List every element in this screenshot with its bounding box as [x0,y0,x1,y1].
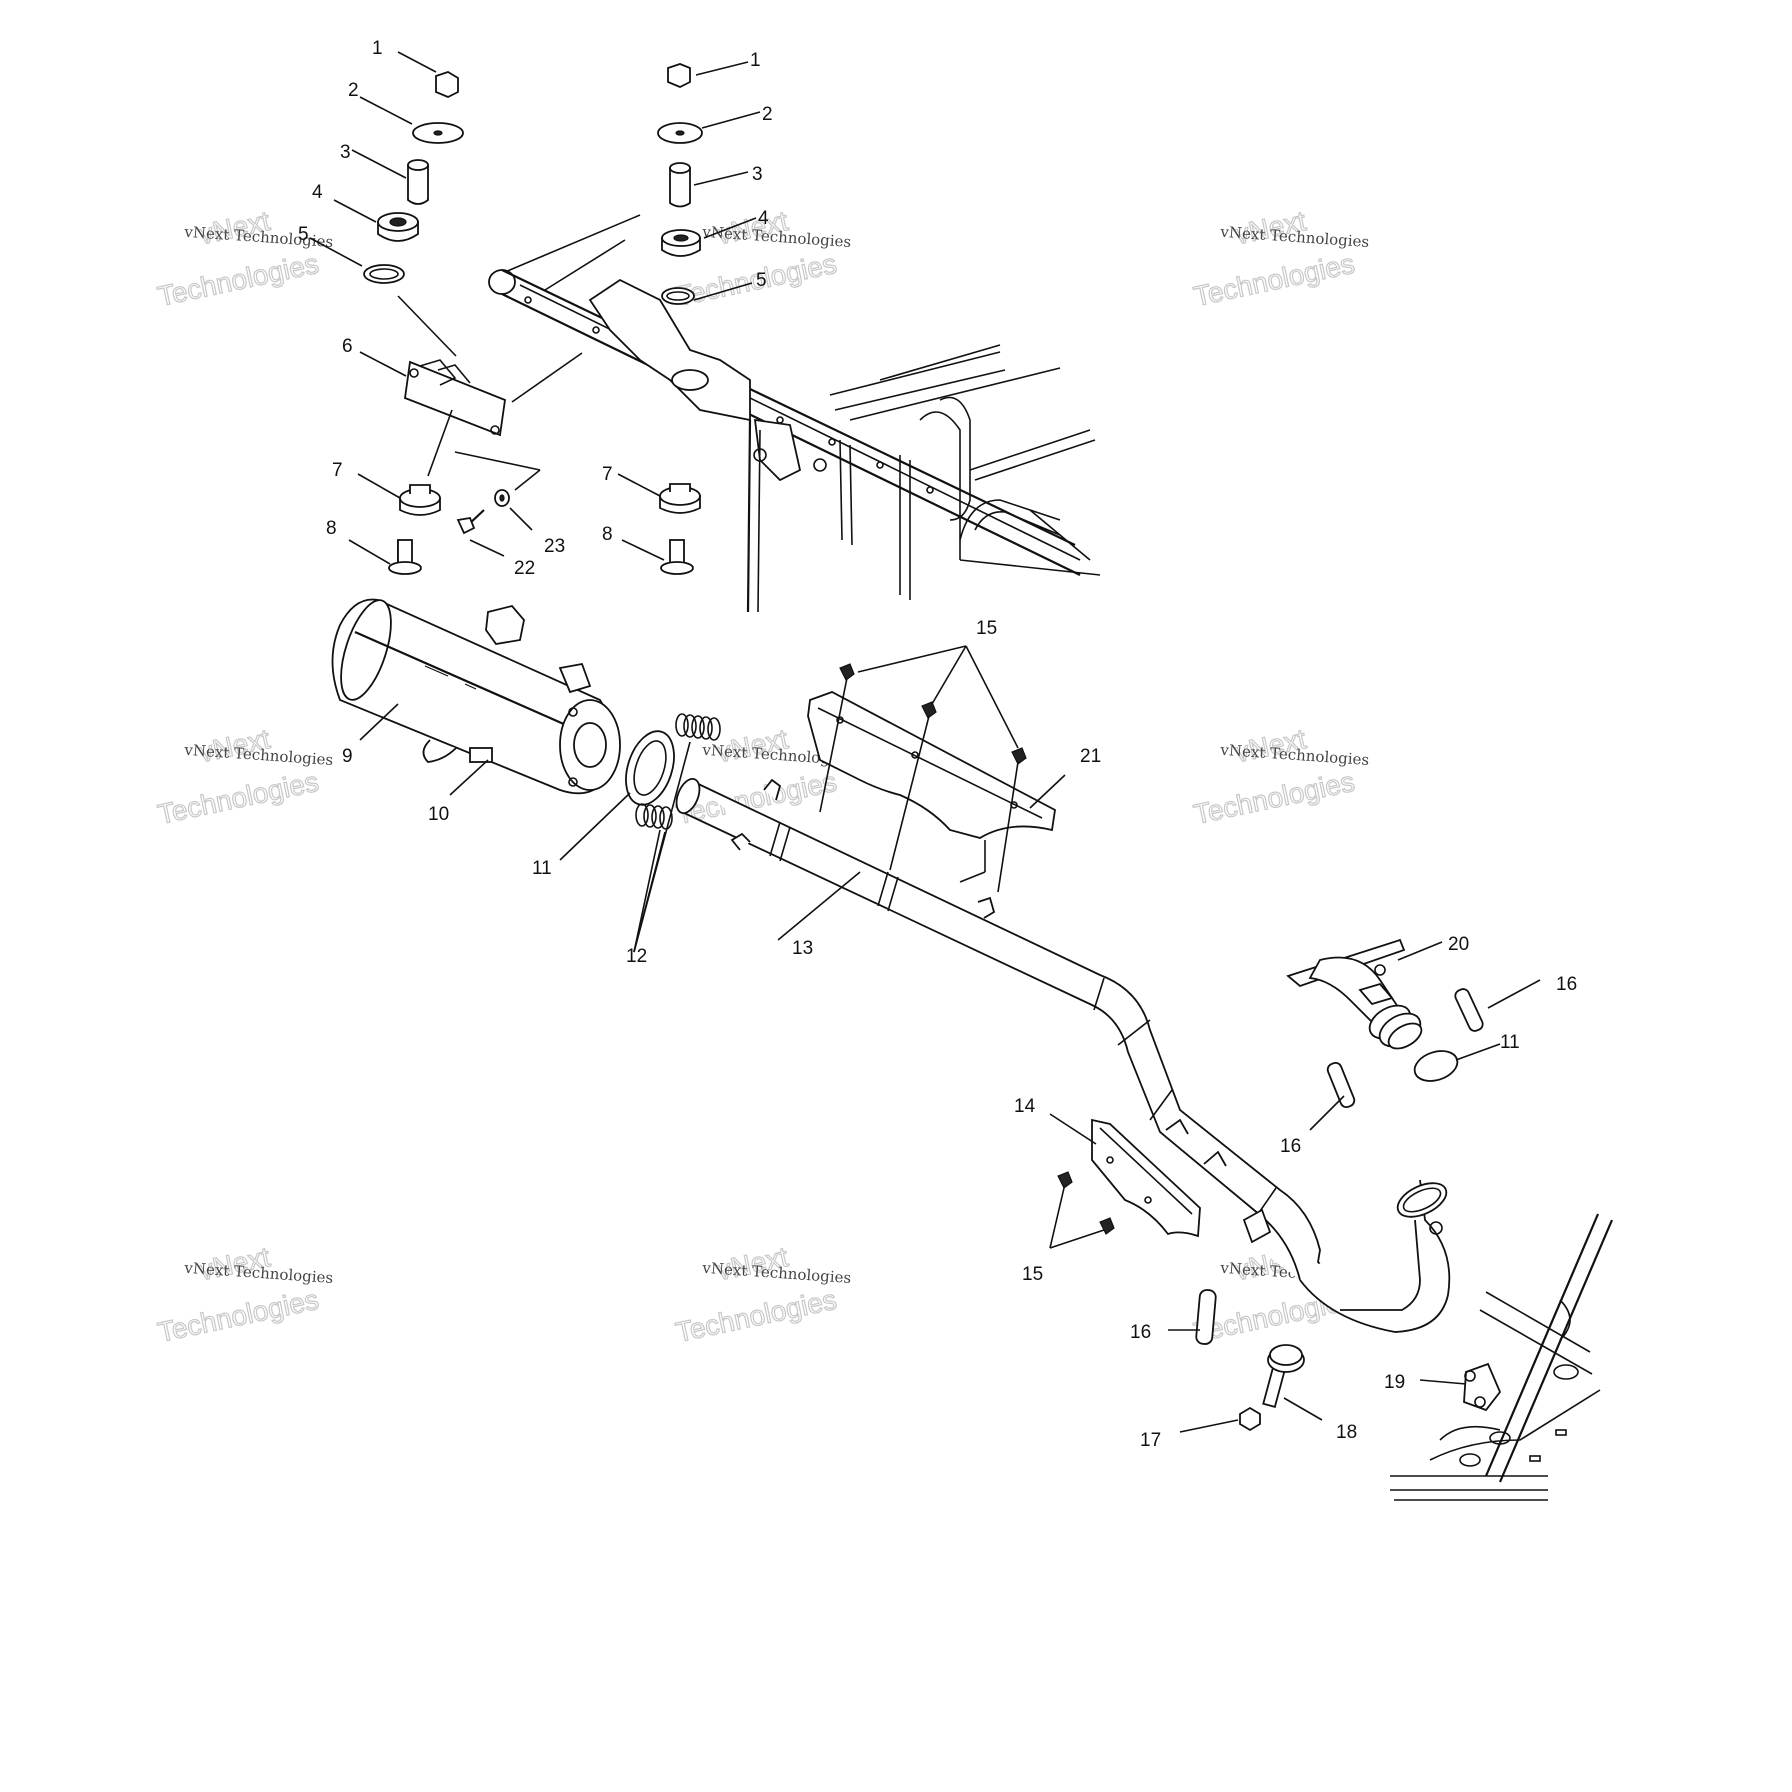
callout-21: 21 [1080,746,1101,767]
callout-23: 23 [544,536,565,557]
exhaust-springs [633,713,721,953]
callout-7: 7 [332,460,343,481]
callout-4: 4 [312,182,323,203]
heat-shield-screws [819,645,1027,893]
callout-4: 4 [758,208,769,229]
heat-shield-lower [1049,1113,1201,1249]
callout-13: 13 [792,938,813,959]
manifold-gasket [1413,1043,1501,1082]
svg-text:Technologies: Technologies [1191,248,1357,312]
callout-labels: 1 1 2 2 3 3 4 4 5 5 6 7 7 8 8 9 10 11 11… [298,38,1577,1451]
watermark: vNext Technologies vNext Technologies [154,722,333,830]
exhaust-nut [1179,1406,1261,1433]
callout-11: 11 [1500,1032,1520,1053]
spacer-sleeve [669,167,691,208]
watermark: vNext Technologies vNext Technologies [1190,722,1369,830]
callout-1: 1 [750,50,761,71]
rail-holes [524,296,934,494]
watermark: vNext Technologies vNext Technologies [1190,204,1369,312]
callout-19: 19 [1384,1372,1405,1393]
callout-16: 16 [1130,1322,1151,1343]
vehicle-frame-rail [488,214,1101,613]
callout-16: 16 [1556,974,1577,995]
callout-5: 5 [298,224,309,245]
callout-9: 9 [342,746,353,767]
callout-16: 16 [1280,1136,1301,1157]
callout-2: 2 [348,80,359,101]
muffler [331,598,621,796]
mount-plate [404,360,506,437]
callout-10: 10 [428,804,449,825]
watermark: vNext Technologies vNext Technologies [154,1240,333,1348]
callout-8: 8 [602,524,613,545]
callout-15: 15 [976,618,997,639]
callout-15: 15 [1022,1264,1043,1285]
exhaust-stud [1262,1344,1323,1421]
manifold-spring [1168,1289,1217,1345]
manifold-spring [1309,1061,1356,1131]
callout-5: 5 [756,270,767,291]
locknut [667,63,691,88]
cylinder-head-frame [1390,1213,1614,1501]
svg-text:Technologies: Technologies [673,1284,839,1348]
callout-17: 17 [1140,1430,1161,1451]
exhaust-gasket [559,730,675,861]
callout-6: 6 [342,336,353,357]
spacer-sleeve [407,164,429,205]
svg-text:Technologies: Technologies [155,766,321,830]
callout-14: 14 [1014,1096,1036,1117]
callout-2: 2 [762,104,773,125]
heat-shield-upper [807,691,1066,883]
left-mount-hardware [309,51,583,575]
callout-22: 22 [514,558,535,579]
svg-text:Technologies: Technologies [1191,766,1357,830]
bolt [456,509,485,535]
callout-3: 3 [752,164,763,185]
callout-1: 1 [372,38,383,59]
center-mount-hardware [617,61,761,575]
locknut [435,71,459,98]
exhaust-manifold [1286,938,1443,1050]
callout-20: 20 [1448,934,1469,955]
manifold-spring [1454,979,1541,1032]
o-ring [661,287,695,305]
watermark: vNext Technologies vNext Technologies [154,204,333,312]
svg-text:Technologies: Technologies [155,248,321,312]
exhaust-pipe [675,777,1451,1333]
callout-7: 7 [602,464,613,485]
callout-12: 12 [626,946,647,967]
exhaust-flange-studs [1463,1362,1502,1412]
callout-3: 3 [340,142,351,163]
o-ring [363,264,405,284]
callout-8: 8 [326,518,337,539]
svg-text:Technologies: Technologies [155,1284,321,1348]
watermark: vNext Technologies vNext Technologies [672,1240,851,1348]
callout-18: 18 [1336,1422,1357,1443]
callout-11: 11 [532,858,552,879]
